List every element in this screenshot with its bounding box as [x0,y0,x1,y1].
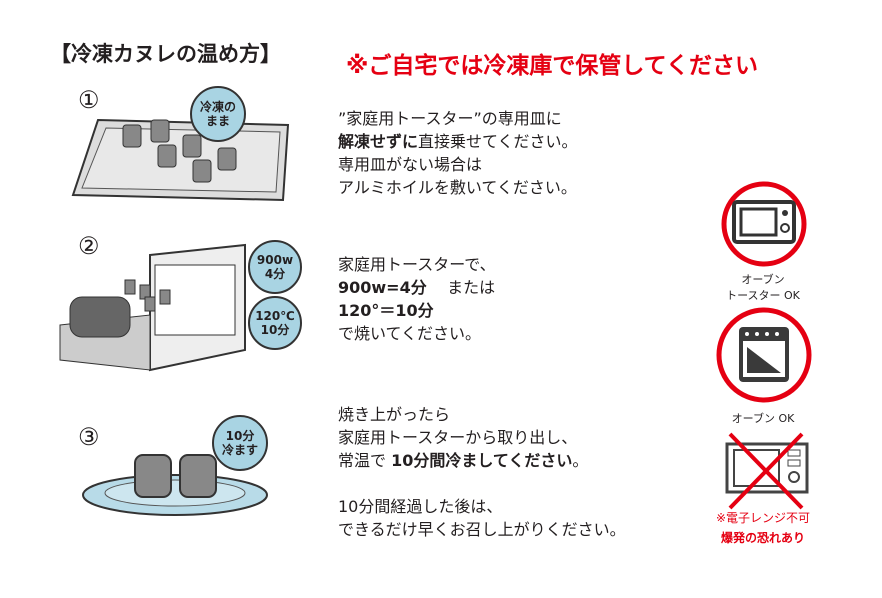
text-line: または [447,278,496,297]
text-line: 常温で [338,451,392,470]
text-bold: 10分間冷ましてください [391,451,573,470]
caption-line: トースター OK [726,289,800,302]
oven-ok-icon [716,307,812,403]
warning-line: 爆発の恐れあり [720,531,805,545]
step-3-text: 焼き上がったら 家庭用トースターから取り出し、 常温で 10分間冷ましてください… [338,403,626,541]
oven-ok-caption: オーブン OK [731,412,795,425]
text-line: できるだけ早くお召し上がりください。 [338,520,626,539]
step-3-number: ③ [78,423,100,451]
text-bold: 解凍せずに [338,132,419,151]
step-2-number: ② [78,232,100,260]
text-line: 焼き上がったら [338,405,451,424]
bubble-line: 120℃ [255,309,295,323]
bubble-line: まま [205,114,230,128]
bubble-line: 900w [256,253,294,267]
storage-warning: ※ご自宅では冷凍庫で保管してください [346,53,758,79]
text-line: 家庭用トースターで、 [338,255,496,274]
frozen-bubble: 冷凍のまま [190,86,246,142]
cooling-canele-plate-illustration [82,454,268,516]
step-2-text: 家庭用トースターで、 900w=4分 または 120°＝10分 で焼いてください… [338,253,496,345]
microwave-prohibited-icon [725,432,809,510]
text-line: ”家庭用トースター”の専用皿に [338,109,562,128]
bubble-line: 冷ます [221,443,258,457]
toaster-illustration [59,243,246,372]
bubble-line: 10分 [260,323,290,337]
text-bold: 900w=4分 [338,278,427,297]
warning-line: ※電子レンジ不可 [715,511,811,525]
bubble-line: 4分 [264,267,286,281]
microwave-warning: ※電子レンジ不可爆発の恐れあり [683,508,843,548]
text-line: 直接乗せてください。 [418,132,578,151]
text-line: 。 [572,451,589,470]
text-line: で焼いてください。 [338,324,482,343]
step-1-number: ① [78,86,100,114]
text-line: 家庭用トースターから取り出し、 [338,428,578,447]
cool-time-bubble: 10分冷ます [212,415,268,471]
text-line: 専用皿がない場合は [338,155,483,174]
page-title: 【冷凍カヌレの温め方】 [50,42,281,66]
step-1-text: ”家庭用トースター”の専用皿に 解凍せずに直接乗せてください。 専用皿がない場合… [338,107,578,199]
frozen-canele-tray-illustration [71,118,290,202]
toaster-ok-icon [721,181,807,267]
text-line: アルミホイルを敷いてください。 [338,178,577,197]
toaster-ok-caption: オーブントースター OK [693,272,833,304]
caption-line: オーブン [741,273,785,286]
bubble-line: 冷凍の [199,100,236,114]
text-line: 10分間経過した後は、 [338,497,503,516]
bubble-line: 10分 [225,429,255,443]
text-bold: 120°＝10分 [338,301,434,320]
